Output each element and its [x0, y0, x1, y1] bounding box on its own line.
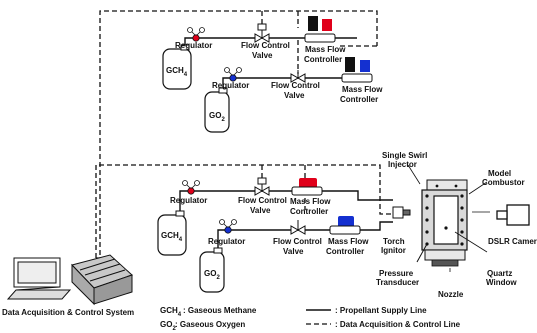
mass-flow-label-1: Mass Flow [305, 45, 346, 54]
daq-unit-icon [71, 254, 133, 306]
valve-icon [254, 177, 270, 196]
regulator-label-3: Regulator [170, 196, 207, 205]
mass-flow-controller-icon [291, 178, 323, 196]
nozzle-label: Nozzle [438, 290, 464, 299]
valve-label-4: Valve [283, 247, 304, 256]
controller-label-2: Controller [340, 95, 378, 104]
mass-flow-label-3: Mass Flow [290, 197, 331, 206]
regulator-icon [187, 27, 205, 42]
ignitor-label: Ignitor [381, 246, 406, 255]
gch4-cylinder-bottom: GCH4 [157, 210, 187, 256]
go2-cylinder-top: GO2 [204, 87, 230, 133]
gch4-bottom-label: GCH4 [161, 231, 183, 243]
legend-gch4-abbr: GCH4 [160, 306, 182, 318]
mass-flow-label-2: Mass Flow [342, 85, 383, 94]
torch-label: Torch [383, 237, 405, 246]
valve-icon [290, 220, 306, 235]
model-combustor [416, 179, 468, 267]
laptop-icon [6, 257, 72, 300]
single-swirl-label: Single Swirl [382, 151, 427, 160]
go2-bottom-label: GO2 [204, 269, 220, 281]
dslr-camera-label: DSLR Camera [488, 237, 537, 246]
combustor-label: Combustor [482, 178, 525, 187]
valve-icon [290, 70, 306, 83]
window-label: Window [486, 278, 517, 287]
valve-label-2: Valve [284, 91, 305, 100]
transducer-label: Transducer [376, 278, 419, 287]
valve-icon [254, 23, 270, 43]
regulator-label-2: Regulator [212, 81, 249, 90]
mass-flow-label-4: Mass Flow [328, 237, 369, 246]
gch4-top-label: GCH4 [166, 66, 188, 78]
regulator-label-1: Regulator [175, 41, 212, 50]
legend-dashed-desc: : Data Acquisition & Control Line [335, 320, 461, 329]
legend-go2-desc: : Gaseous Oxygen [175, 320, 245, 329]
mass-flow-controller-icon [304, 16, 336, 43]
legend: GCH4 : Gaseous Methane GO2 : Gaseous Oxy… [160, 306, 461, 332]
go2-top-label: GO2 [209, 111, 225, 123]
controller-label-4: Controller [326, 247, 364, 256]
regulator-label-4: Regulator [208, 237, 245, 246]
controller-label-1: Controller [304, 55, 342, 64]
valve-label-1: Valve [252, 51, 273, 60]
legend-gch4-desc: : Gaseous Methane [183, 306, 257, 315]
legend-solid-desc: : Propellant Supply Line [335, 306, 427, 315]
regulator-icon [224, 67, 242, 82]
regulator-icon [219, 219, 237, 234]
quartz-label: Quartz [487, 269, 512, 278]
go2-cylinder-bottom: GO2 [199, 247, 225, 293]
model-label: Model [488, 169, 511, 178]
gch4-cylinder-top: GCH4 [162, 44, 192, 90]
dslr-camera-icon [496, 204, 530, 226]
torch-ignitor-icon [392, 206, 411, 219]
legend-go2-abbr: GO2 [160, 320, 176, 332]
pressure-label: Pressure [379, 269, 414, 278]
flow-control-label-2: Flow Control [271, 81, 320, 90]
injector-label: Injector [388, 160, 417, 169]
valve-label-3: Valve [250, 206, 271, 215]
flow-control-label-3: Flow Control [238, 196, 287, 205]
flow-control-label-1: Flow Control [241, 41, 290, 50]
flow-control-label-4: Flow Control [273, 237, 322, 246]
leader-lines [407, 164, 490, 272]
mass-flow-controller-icon [329, 216, 361, 235]
daq-system-label: Data Acquisition & Control System [2, 308, 134, 317]
mass-flow-controller-icon [341, 57, 373, 83]
controller-label-3: Controller [290, 207, 328, 216]
regulator-icon [182, 180, 200, 195]
